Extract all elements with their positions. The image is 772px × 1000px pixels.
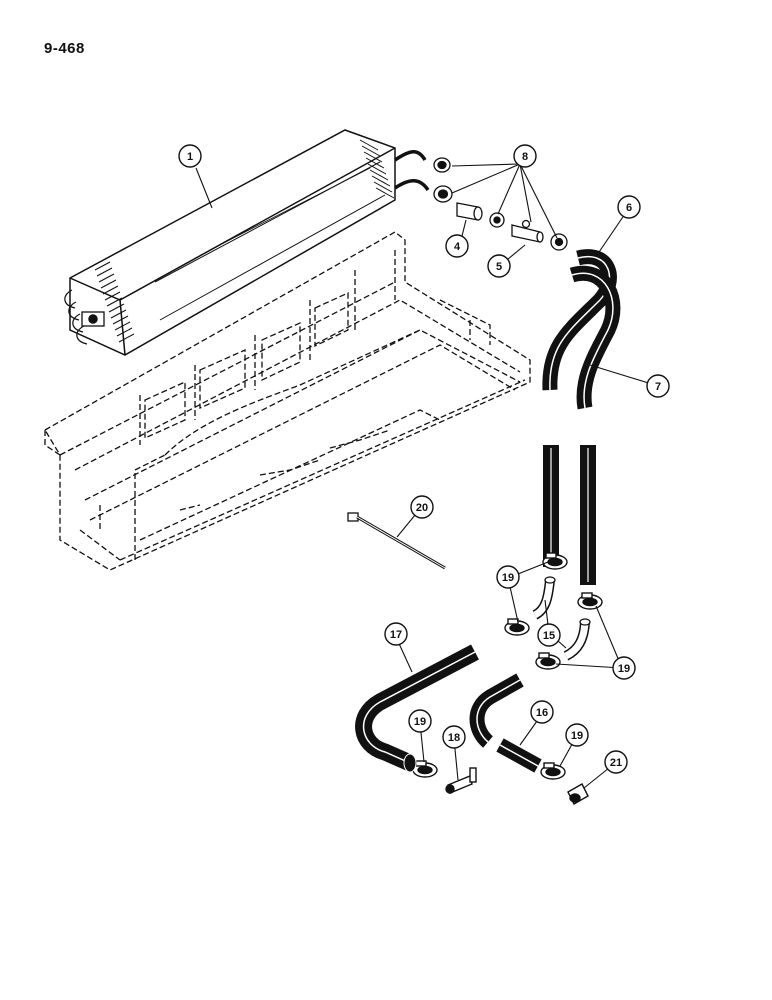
hose-17 bbox=[355, 644, 479, 773]
callout-21: 21 bbox=[604, 750, 628, 774]
hose-7 bbox=[569, 265, 621, 410]
nut-fitting-c bbox=[489, 212, 505, 228]
hose-clamp-b bbox=[504, 618, 530, 636]
valve-5 bbox=[511, 219, 544, 243]
core-fins-right bbox=[359, 139, 395, 199]
hose-6 bbox=[542, 249, 617, 391]
elbow-fitting-b bbox=[563, 618, 591, 661]
svg-text:1: 1 bbox=[187, 151, 193, 163]
connector-21 bbox=[567, 783, 589, 805]
drain-valve-18 bbox=[445, 767, 477, 794]
svg-text:7: 7 bbox=[655, 381, 661, 393]
callout-4: 4 bbox=[445, 234, 469, 258]
callout-7: 7 bbox=[646, 374, 670, 398]
svg-text:15: 15 bbox=[543, 630, 555, 642]
core-tube-bends bbox=[64, 289, 88, 345]
hoses-upper bbox=[542, 249, 621, 410]
callout-17: 17 bbox=[384, 622, 408, 646]
hoses-lower bbox=[355, 644, 542, 773]
svg-text:21: 21 bbox=[610, 757, 622, 769]
callout-1: 1 bbox=[178, 144, 202, 168]
hose-16-bend bbox=[469, 673, 524, 748]
svg-text:19: 19 bbox=[618, 663, 630, 675]
core-fins-left bbox=[94, 261, 135, 343]
svg-text:16: 16 bbox=[536, 707, 548, 719]
core-inlet-tube bbox=[394, 179, 430, 192]
evaporator-core bbox=[64, 129, 430, 356]
callouts: 1 8 4 5 6 7 20 19 bbox=[178, 144, 670, 774]
core-outlet-tube bbox=[394, 150, 427, 162]
coupler-4 bbox=[456, 202, 483, 221]
nut-fitting-d bbox=[550, 233, 568, 251]
svg-text:20: 20 bbox=[416, 502, 428, 514]
svg-text:4: 4 bbox=[454, 241, 461, 253]
hose-clamp-c bbox=[577, 592, 603, 610]
callout-5: 5 bbox=[487, 254, 511, 278]
callout-18: 18 bbox=[442, 725, 466, 749]
svg-text:6: 6 bbox=[626, 202, 632, 214]
svg-text:19: 19 bbox=[571, 730, 583, 742]
callout-19-d: 19 bbox=[565, 723, 589, 747]
fittings bbox=[433, 157, 568, 251]
callout-19-c: 19 bbox=[408, 709, 432, 733]
hose-clamp-f bbox=[540, 762, 566, 780]
cable-tie-20 bbox=[347, 512, 446, 570]
svg-text:19: 19 bbox=[414, 716, 426, 728]
hose-clamps bbox=[412, 552, 603, 780]
callout-16: 16 bbox=[530, 700, 554, 724]
callout-19-a: 19 bbox=[496, 565, 520, 589]
callout-6: 6 bbox=[617, 195, 641, 219]
hose-16-straight bbox=[496, 738, 542, 773]
svg-text:19: 19 bbox=[502, 572, 514, 584]
hoses-straight bbox=[543, 445, 596, 585]
callout-8: 8 bbox=[513, 144, 537, 168]
nut-fitting-b bbox=[433, 185, 453, 203]
callout-19-b: 19 bbox=[612, 656, 636, 680]
callout-20: 20 bbox=[410, 495, 434, 519]
nut-fitting-a bbox=[433, 157, 451, 173]
svg-text:17: 17 bbox=[390, 629, 402, 641]
svg-text:18: 18 bbox=[448, 732, 460, 744]
hose-clamp-d bbox=[535, 652, 561, 670]
housing-frame bbox=[44, 231, 531, 571]
elbow-fitting-a bbox=[532, 576, 556, 620]
page-number: 9-468 bbox=[44, 40, 85, 57]
svg-text:5: 5 bbox=[496, 261, 502, 273]
hose-clamp-e bbox=[412, 760, 438, 778]
callout-15: 15 bbox=[537, 623, 561, 647]
hose-clamp-a bbox=[542, 552, 568, 570]
svg-text:8: 8 bbox=[522, 151, 528, 163]
